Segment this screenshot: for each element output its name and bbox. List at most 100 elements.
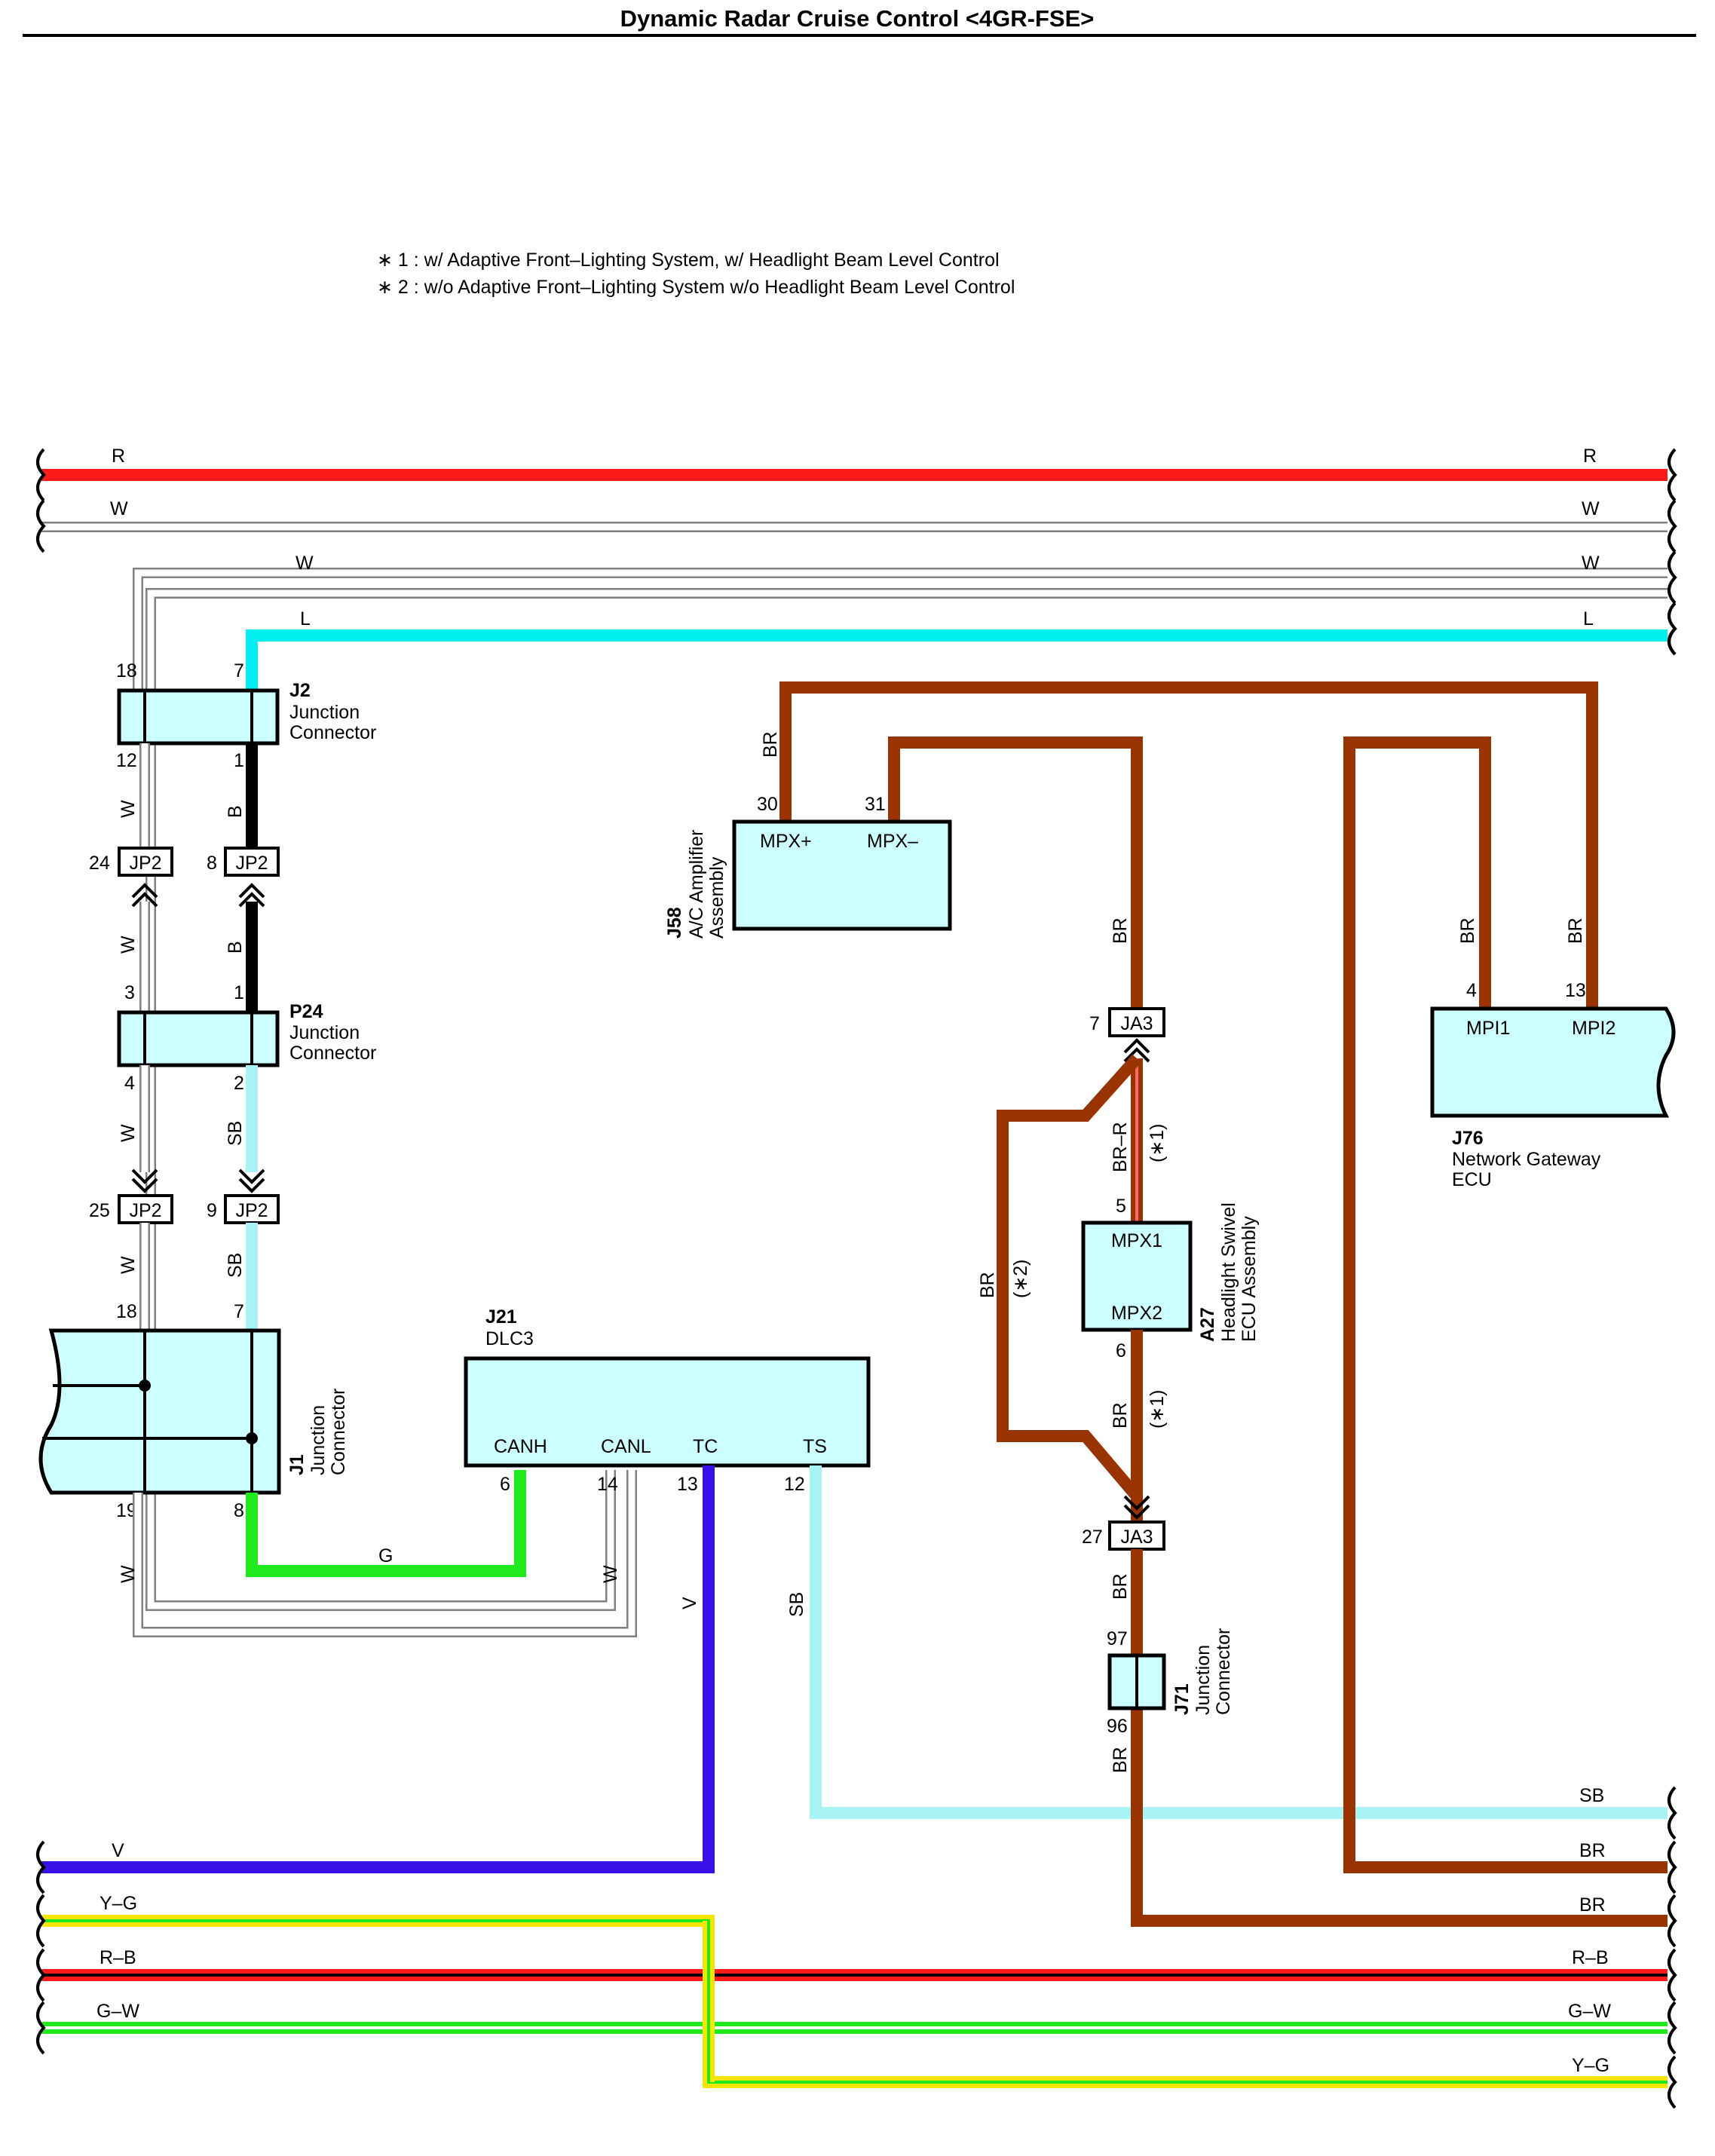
top-wire-w1: W W (41, 498, 1668, 532)
svg-text:SB: SB (786, 1592, 807, 1617)
svg-text:Headlight Swivel: Headlight Swivel (1218, 1202, 1239, 1342)
wire-w-j2-18: W W (133, 553, 1668, 696)
wire-w-j1-19: W W (118, 1470, 637, 1637)
svg-text:14: 14 (597, 1474, 618, 1495)
svg-text:W: W (118, 800, 139, 818)
svg-text:ECU Assembly: ECU Assembly (1239, 1216, 1260, 1342)
svg-text:18: 18 (116, 660, 137, 681)
svg-text:R: R (112, 446, 125, 467)
svg-text:BR: BR (977, 1272, 998, 1298)
svg-text:7: 7 (1089, 1013, 1100, 1034)
svg-text:Junction: Junction (308, 1405, 329, 1475)
svg-text:4: 4 (1466, 980, 1477, 1001)
wire-g: G (246, 1470, 526, 1577)
svg-text:J1: J1 (286, 1454, 308, 1475)
svg-text:B: B (225, 805, 246, 818)
svg-text:J71: J71 (1171, 1683, 1193, 1715)
svg-text:Junction: Junction (1193, 1645, 1214, 1715)
wire-w-canl-loop (145, 588, 1668, 1611)
svg-text:Y–G: Y–G (100, 1893, 137, 1914)
svg-text:2: 2 (234, 1073, 244, 1094)
svg-text:JA3: JA3 (1120, 1527, 1153, 1548)
wire-br-mpi1: BR BR (1343, 737, 1668, 1873)
wire-br-mpx-minus: BR (888, 737, 1143, 1009)
svg-text:BR: BR (1579, 1894, 1606, 1916)
svg-text:13: 13 (1565, 980, 1586, 1001)
svg-text:W: W (1582, 498, 1600, 519)
svg-text:W: W (118, 936, 139, 954)
note-1: ∗ 1 : w/ Adaptive Front–Lighting System,… (377, 250, 1000, 271)
svg-text:W: W (110, 498, 128, 519)
top-wire-r: R R (41, 446, 1668, 481)
svg-text:Connector: Connector (1213, 1628, 1234, 1715)
svg-text:W: W (118, 1256, 139, 1274)
svg-text:G: G (378, 1545, 393, 1566)
connector-j76: MPI1 MPI2 4 13 J76 Network Gateway ECU (1430, 980, 1676, 1190)
svg-text:BR: BR (1579, 1840, 1606, 1861)
connector-j71: 97 96 J71 Junction Connector (1107, 1628, 1234, 1737)
connector-a27: MPX1 MPX2 5 6 A27 Headlight Swivel ECU A… (1081, 1196, 1260, 1361)
svg-text:CANH: CANH (494, 1436, 547, 1457)
svg-text:(∗2): (∗2) (1010, 1259, 1031, 1298)
wire-breaks-bottom (36, 1786, 1677, 2109)
wire-br-j71: BR BR BR (1110, 1549, 1668, 1927)
svg-text:R–B: R–B (100, 1947, 136, 1968)
svg-text:TS: TS (803, 1436, 827, 1457)
svg-text:BR–R: BR–R (1110, 1122, 1131, 1172)
svg-text:MPX+: MPX+ (760, 831, 812, 852)
inline-ja3-bottom: JA3 27 (1082, 1521, 1165, 1551)
svg-text:Connector: Connector (328, 1389, 349, 1475)
svg-text:13: 13 (677, 1474, 698, 1495)
inline-jp2-upper: JP2 24 JP2 8 (89, 847, 280, 908)
svg-text:V: V (112, 1840, 124, 1861)
wires-j2-jp2: W B (118, 743, 258, 848)
svg-text:J21: J21 (485, 1306, 517, 1328)
svg-text:L: L (1583, 608, 1594, 629)
svg-text:5: 5 (1116, 1196, 1126, 1217)
svg-text:W: W (118, 1565, 139, 1583)
svg-text:JP2: JP2 (235, 853, 268, 874)
wire-sb: SB SB (786, 1465, 1668, 1819)
svg-text:12: 12 (784, 1474, 805, 1495)
svg-text:W: W (296, 553, 314, 574)
svg-text:B: B (225, 941, 246, 954)
connector-j2: J2 Junction Connector 18 7 12 1 (116, 660, 376, 771)
svg-text:SB: SB (225, 1253, 246, 1278)
connector-j21-dlc3: J21 DLC3 CANH CANL TC TS 6 14 13 12 (464, 1306, 871, 1495)
svg-text:JP2: JP2 (129, 1200, 161, 1221)
svg-text:DLC3: DLC3 (485, 1328, 534, 1349)
svg-text:CANL: CANL (601, 1436, 651, 1457)
svg-text:P24: P24 (289, 1001, 323, 1022)
svg-text:1: 1 (234, 750, 244, 771)
svg-text:3: 3 (124, 982, 135, 1003)
svg-text:1: 1 (234, 982, 244, 1003)
note-2: ∗ 2 : w/o Adaptive Front–Lighting System… (377, 277, 1015, 298)
svg-text:Network Gateway: Network Gateway (1452, 1149, 1601, 1170)
svg-text:96: 96 (1107, 1716, 1128, 1737)
svg-text:SB: SB (225, 1121, 246, 1146)
connector-p24: P24 Junction Connector 3 1 4 2 (117, 982, 376, 1094)
svg-text:TC: TC (693, 1436, 718, 1457)
svg-text:97: 97 (1107, 1628, 1128, 1649)
wires-p24-jp2: W SB (118, 1065, 265, 1193)
svg-text:BR: BR (1565, 917, 1586, 944)
svg-text:L: L (300, 608, 311, 629)
connector-j58: MPX+ MPX– 30 31 J58 A/C Amplifier Assemb… (664, 794, 952, 939)
svg-text:BR: BR (760, 731, 781, 758)
wire-br-r: BR–R (∗1) (1110, 1058, 1168, 1223)
svg-text:Junction: Junction (289, 702, 360, 723)
svg-text:30: 30 (757, 794, 778, 815)
svg-text:G–W: G–W (1568, 2001, 1611, 2022)
connector-j1: J1 Junction Connector 18 7 19 8 (38, 1301, 349, 1521)
svg-text:18: 18 (116, 1301, 137, 1322)
svg-text:6: 6 (1116, 1340, 1126, 1361)
svg-text:7: 7 (234, 660, 244, 681)
svg-text:9: 9 (207, 1200, 217, 1221)
svg-text:24: 24 (89, 853, 110, 874)
svg-text:JP2: JP2 (129, 853, 161, 874)
inline-jp2-lower: JP2 25 JP2 9 (89, 1194, 280, 1224)
svg-text:4: 4 (124, 1073, 135, 1094)
svg-text:(∗1): (∗1) (1147, 1123, 1168, 1162)
wire-v: V V (41, 1465, 715, 1873)
svg-text:BR: BR (1110, 1402, 1131, 1429)
